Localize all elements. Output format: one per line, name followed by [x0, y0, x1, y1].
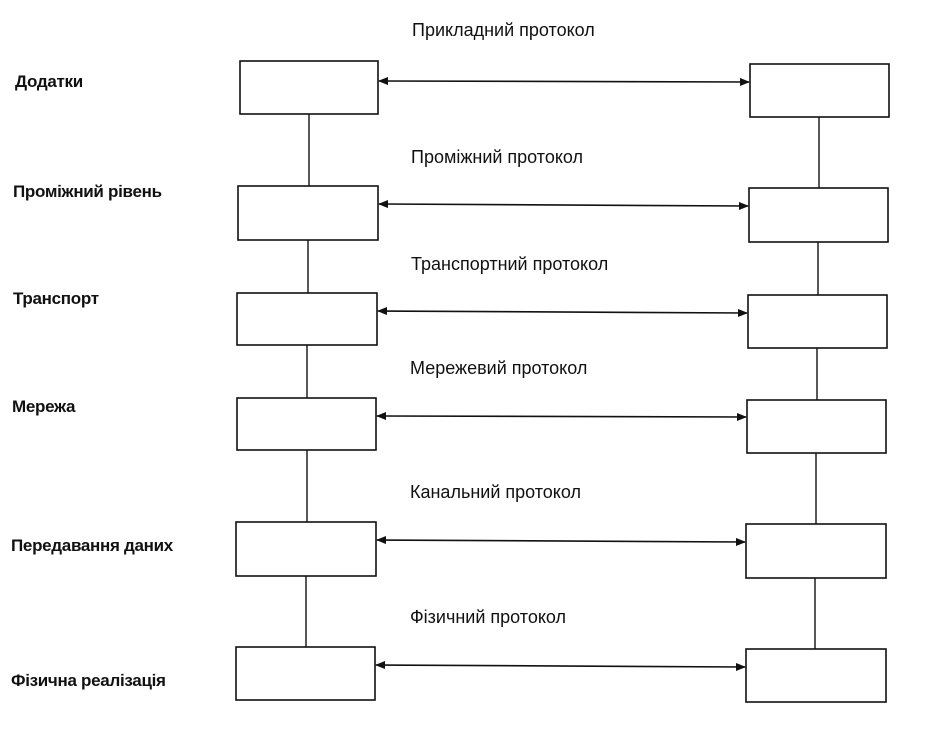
layer-label-applications: Додатки	[15, 72, 83, 91]
layer-label-physical: Фізична реалізація	[11, 671, 166, 690]
left-box-network	[236, 397, 377, 451]
right-box-network	[746, 399, 887, 454]
left-box-physical	[235, 646, 376, 701]
right-box-transport	[747, 294, 888, 349]
right-box-middleware	[748, 187, 889, 243]
left-stack-connectors	[305, 114, 310, 647]
protocol-label-transport: Транспортний протокол	[411, 254, 609, 274]
right-box-physical	[745, 648, 887, 703]
layer-label-network: Мережа	[12, 397, 76, 416]
protocol-label-application: Прикладний протокол	[412, 20, 595, 40]
left-box-data-link	[235, 521, 377, 577]
protocol-label-network: Мережевий протокол	[410, 358, 588, 378]
right-stack	[745, 63, 890, 703]
layer-label-data-link: Передавання даних	[11, 536, 173, 555]
protocol-arrow	[378, 77, 750, 86]
right-stack-connectors	[814, 117, 820, 649]
right-box-applications	[749, 63, 890, 118]
protocol-arrow	[378, 200, 749, 210]
protocol-label-middleware: Проміжний протокол	[411, 147, 584, 167]
protocol-arrow	[377, 307, 748, 317]
protocol-arrow	[376, 536, 746, 546]
layer-label-middleware: Проміжний рівень	[13, 182, 162, 201]
protocol-arrow	[375, 661, 746, 671]
left-box-middleware	[237, 185, 379, 241]
protocol-arrows	[375, 77, 750, 671]
protocol-label-physical: Фізичний протокол	[410, 607, 567, 627]
left-box-applications	[239, 60, 379, 115]
protocol-arrow	[376, 412, 747, 421]
layer-label-transport: Транспорт	[13, 289, 99, 308]
protocol-label-data-link: Канальний протокол	[410, 482, 581, 502]
left-box-transport	[236, 292, 378, 346]
left-stack	[235, 60, 379, 701]
right-box-data-link	[745, 523, 887, 579]
